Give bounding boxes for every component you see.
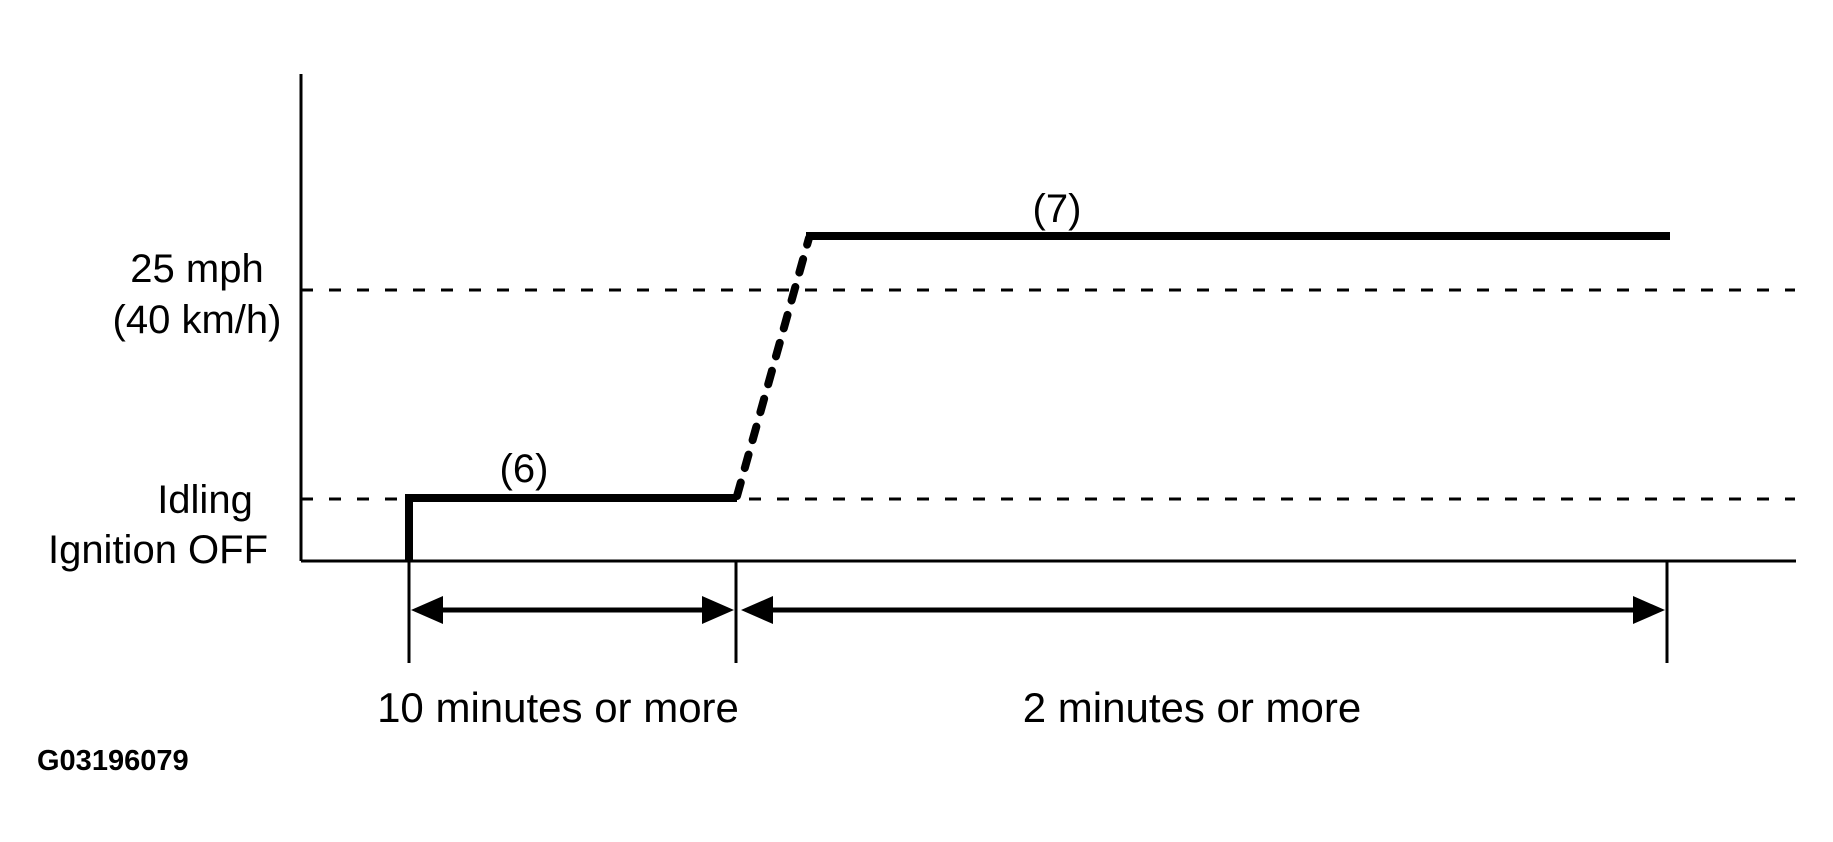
ignition-off-label: Ignition OFF xyxy=(48,528,268,572)
drive-arrow-right-head-icon xyxy=(1633,596,1665,624)
drive-arrow-left-head-icon xyxy=(741,596,773,624)
step6-label: (6) xyxy=(500,447,549,491)
figure-code-label: G03196079 xyxy=(37,745,189,777)
step6-idling-segment-line xyxy=(405,494,737,561)
idle-arrow-left-head-icon xyxy=(411,596,443,624)
drive-duration-label: 2 minutes or more xyxy=(1023,684,1361,731)
speed-threshold-label-line2: (40 km/h) xyxy=(113,298,282,342)
drive-pattern-trace xyxy=(405,232,1670,561)
speed-threshold-label-line1: 25 mph xyxy=(130,247,263,291)
diagram-labels: 25 mph (40 km/h) Idling Ignition OFF (6)… xyxy=(37,187,1361,777)
idling-label: Idling xyxy=(157,478,253,522)
axes-and-gridlines xyxy=(299,74,1796,663)
step7-label: (7) xyxy=(1033,187,1082,231)
idle-duration-label: 10 minutes or more xyxy=(377,684,739,731)
acceleration-dashed-line xyxy=(733,234,813,500)
idle-arrow-right-head-icon xyxy=(702,596,734,624)
duration-arrowheads xyxy=(411,596,1665,624)
